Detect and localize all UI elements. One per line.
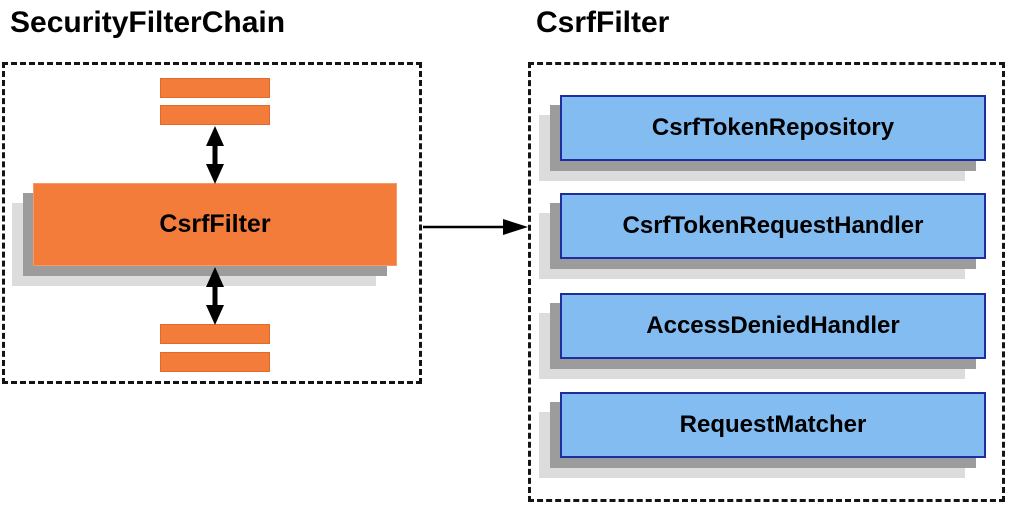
filter-chain-bar [160,105,270,125]
flow-arrow-icon [423,219,528,235]
security-filter-chain-title: SecurityFilterChain [10,6,286,39]
component-box-csrf-token-request-handler: CsrfTokenRequestHandler [560,193,986,259]
csrf-filter-box: CsrfFilter [33,183,397,266]
component-box-label: CsrfTokenRepository [651,114,895,141]
component-box-csrf-token-repository: CsrfTokenRepository [560,95,986,161]
filter-chain-bar [160,324,270,344]
csrf-filter-container [528,62,1005,502]
security-filter-chain-container [2,62,422,384]
component-box-request-matcher: RequestMatcher [560,392,986,458]
csrf-filter-box-label: CsrfFilter [159,210,271,238]
csrf-filter-title: CsrfFilter [536,6,670,39]
component-box-label: AccessDeniedHandler [646,312,900,339]
filter-chain-bar [160,352,270,372]
component-box-label: CsrfTokenRequestHandler [622,212,924,239]
component-box-label: RequestMatcher [679,411,867,438]
component-box-access-denied-handler: AccessDeniedHandler [560,293,986,359]
filter-chain-bar [160,78,270,98]
